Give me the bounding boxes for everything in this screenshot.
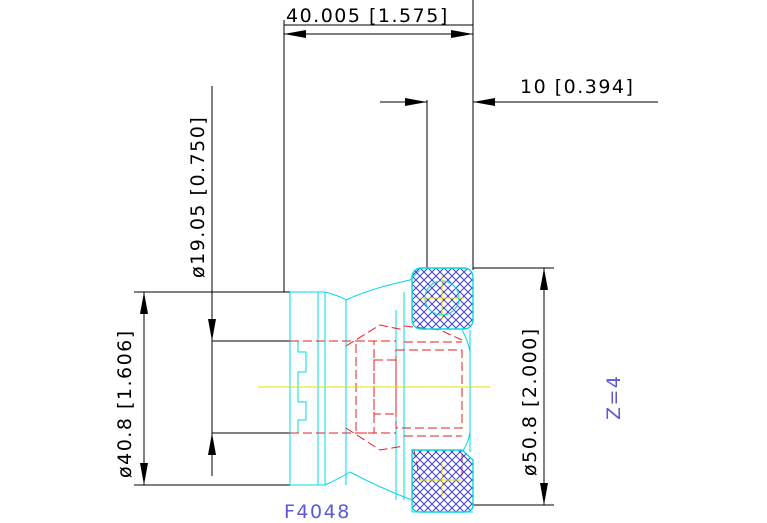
part-number: F4048 <box>284 501 351 523</box>
overall-length-label: 40.005 [1.575] <box>286 5 449 27</box>
bore-diameter-label: ø19.05 [0.750] <box>187 116 209 278</box>
cutting-diameter-label: ø50.8 [2.000] <box>519 327 541 476</box>
insert <box>411 267 474 513</box>
dimension-insert-offset: 10 [0.394] <box>380 76 658 268</box>
dimension-bore-diameter: ø19.05 [0.750] <box>187 86 290 476</box>
insert-offset-label: 10 [0.394] <box>520 76 634 98</box>
pilot-diameter-label: ø40.8 [1.606] <box>114 329 136 478</box>
dimension-pilot-diameter: ø40.8 [1.606] <box>114 291 290 486</box>
hidden-features <box>290 324 463 481</box>
cutter-body <box>289 269 473 513</box>
tooth-count: Z=4 <box>603 374 625 420</box>
dimension-cutting-diameter: ø50.8 [2.000] <box>473 267 554 506</box>
dimension-overall-length: 40.005 [1.575] <box>283 0 474 292</box>
